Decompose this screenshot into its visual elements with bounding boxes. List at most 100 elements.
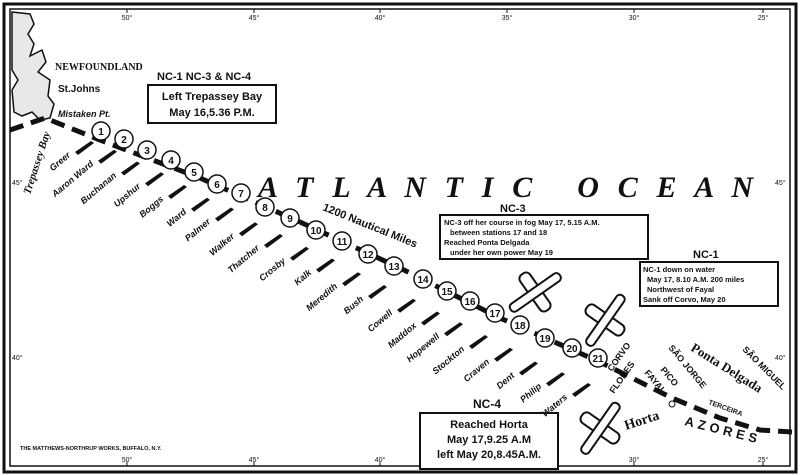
- station-number: 12: [362, 250, 374, 261]
- nc4-line3: left May 20,8.45A.M.: [437, 449, 541, 461]
- station-13: 13: [384, 256, 404, 276]
- ship-icon: [519, 361, 538, 376]
- ship-icon: [469, 335, 488, 349]
- longitude-label-bottom: 30°: [629, 456, 640, 464]
- label-mistaken-pt: Mistaken Pt.: [58, 109, 111, 119]
- station-9: 9: [280, 208, 300, 228]
- station-number: 17: [489, 309, 501, 320]
- label-newfoundland: NEWFOUNDLAND: [55, 62, 143, 73]
- nc4-line2: May 17,9.25 A.M: [447, 434, 531, 446]
- seaplane-nc4-icon: [579, 401, 621, 455]
- nc3-line4: under her own power May 19: [450, 248, 553, 257]
- station-number: 16: [464, 297, 476, 308]
- longitude-label-bottom: 50°: [122, 456, 133, 464]
- nc1-line2: May 17, 8.10 A.M. 200 miles: [647, 275, 744, 284]
- ship-icon: [145, 172, 164, 187]
- ship-icon: [239, 222, 258, 237]
- nc4-heading: NC-4: [473, 397, 501, 411]
- nc1-line4: Sank off Corvo, May 20: [643, 295, 726, 304]
- station-number: 13: [388, 262, 400, 273]
- station-number: 11: [337, 237, 348, 248]
- longitude-label-bottom: 45°: [249, 456, 260, 464]
- longitude-label-top: 25°: [758, 14, 769, 22]
- station-12: 12: [358, 244, 378, 264]
- station-number: 5: [191, 168, 197, 179]
- station-number: 9: [287, 214, 293, 225]
- nc3-line1: NC-3 off her course in fog May 17, 5.15 …: [444, 218, 600, 227]
- station-number: 21: [592, 354, 604, 365]
- ship-icon: [98, 149, 117, 164]
- longitude-label-bottom: 25°: [758, 456, 769, 464]
- ship-icon: [121, 161, 140, 176]
- station-8: 8: [255, 197, 275, 217]
- longitude-label-top: 40°: [375, 14, 386, 22]
- label-st-johns: St.Johns: [58, 84, 101, 95]
- longitude-label-top: 30°: [629, 14, 640, 22]
- nc4-line1: Reached Horta: [450, 419, 529, 431]
- station-16: 16: [460, 291, 480, 311]
- ship-icon: [368, 285, 387, 299]
- station-15: 15: [437, 281, 457, 301]
- start-box-line1: Left Trepassey Bay: [162, 91, 263, 103]
- nc1-heading: NC-1: [693, 249, 719, 261]
- station-3: 3: [137, 140, 157, 160]
- latitude-label-right: 45°: [775, 179, 786, 187]
- longitude-label-top: 45°: [249, 14, 260, 22]
- ship-icon: [316, 258, 335, 273]
- label-atlantic-ocean: A T L A N T I C O C E A N: [256, 171, 754, 204]
- station-number: 4: [168, 156, 174, 167]
- station-number: 6: [214, 180, 220, 191]
- ship-icon: [191, 197, 210, 212]
- station-number: 3: [144, 146, 150, 157]
- station-number: 15: [441, 287, 453, 298]
- station-20: 20: [562, 338, 582, 358]
- station-number: 2: [121, 135, 127, 146]
- seaplane-nc1-icon: [584, 293, 626, 347]
- ship-icon: [215, 207, 234, 222]
- ship-icon: [264, 234, 283, 248]
- station-7: 7: [231, 183, 251, 203]
- nc1-line3: Northwest of Fayal: [647, 285, 714, 294]
- station-number: 7: [238, 189, 244, 200]
- ship-icon: [421, 311, 440, 326]
- station-number: 10: [310, 226, 322, 237]
- station-5: 5: [184, 162, 204, 182]
- ship-icon: [290, 246, 309, 261]
- nc1-box: [639, 261, 779, 307]
- ship-icon: [75, 141, 94, 155]
- flight-route: [9, 115, 793, 435]
- newfoundland-coast: [11, 11, 55, 121]
- latitude-label-right: 40°: [775, 354, 786, 362]
- start-box-line2: May 16,5.36 P.M.: [169, 107, 254, 119]
- station-14: 14: [413, 269, 433, 289]
- ship-icon: [546, 372, 565, 387]
- station-2: 2: [114, 129, 134, 149]
- latitude-label-left: 40°: [12, 354, 23, 362]
- longitude-label-bottom: 40°: [375, 456, 386, 464]
- station-4: 4: [161, 150, 181, 170]
- start-box-heading: NC-1 NC-3 & NC-4: [157, 71, 252, 83]
- ship-icon: [444, 322, 463, 337]
- station-10: 10: [306, 220, 326, 240]
- station-17: 17: [485, 303, 505, 323]
- longitude-label-top: 35°: [502, 14, 513, 22]
- longitude-label-top: 50°: [122, 14, 133, 22]
- map-credit: THE MATTHEWS-NORTHRUP WORKS, BUFFALO, N.…: [20, 446, 162, 452]
- station-number: 20: [566, 344, 578, 355]
- station-number: 1: [98, 127, 104, 138]
- latitude-label-left: 45°: [12, 179, 23, 187]
- ship-icon: [572, 383, 591, 397]
- nc1-line1: NC-1 down on water: [643, 265, 715, 274]
- ship-icon: [168, 185, 187, 199]
- station-number: 18: [514, 321, 526, 332]
- station-number: 8: [262, 203, 268, 214]
- station-1: 1: [91, 121, 111, 141]
- seaplane-nc3-icon: [508, 271, 562, 313]
- ship-icon: [342, 272, 361, 287]
- ship-icon: [397, 298, 416, 313]
- station-number: 19: [539, 334, 551, 345]
- station-21: 21: [588, 348, 608, 368]
- ship-icon: [494, 347, 513, 362]
- nc3-line2: between stations 17 and 18: [450, 228, 547, 237]
